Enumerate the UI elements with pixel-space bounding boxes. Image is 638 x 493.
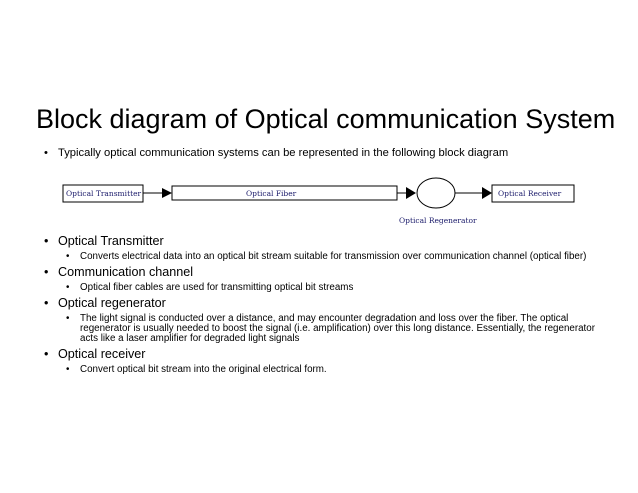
sub-list-item: • The light signal is conducted over a di… [66,314,604,344]
section-detail: The light signal is conducted over a dis… [80,313,595,344]
bullet-icon: • [44,234,49,248]
section-heading: Optical Transmitter [58,234,164,248]
arrow-head-icon [162,188,172,198]
bullet-icon: • [66,364,70,375]
sub-list-item: • Optical fiber cables are used for trans… [66,283,604,293]
section-heading: Optical regenerator [58,296,166,310]
arrow-head-icon [482,187,492,199]
list-item: • Optical receiver [44,347,604,362]
regenerator-label: Optical Regenerator [399,216,477,225]
bullet-list: • Optical Transmitter • Converts electrica… [44,234,604,378]
bullet-icon: • [66,313,70,324]
bullet-icon: • [44,296,49,310]
section-detail: Convert optical bit stream into the orig… [80,364,327,375]
section-detail: Optical fiber cables are used for transm… [80,282,354,293]
list-item: • Optical regenerator [44,296,604,311]
section-heading: Communication channel [58,265,194,279]
list-item: • Optical Transmitter [44,234,604,249]
list-item: • Communication channel [44,265,604,280]
slide-title: Block diagram of Optical communication S… [36,104,616,134]
intro-line: • Typically optical communication systems… [44,147,508,159]
sub-list-item: • Converts electrical data into an optica… [66,252,604,262]
bullet-icon: • [66,251,70,262]
bullet-icon: • [44,147,48,159]
arrow-head-icon [406,187,416,199]
fiber-label: Optical Fiber [246,189,297,198]
intro-text: Typically optical communication systems … [58,147,509,159]
bullet-icon: • [44,347,49,361]
regenerator-block [416,177,456,209]
receiver-label: Optical Receiver [498,189,562,198]
section-heading: Optical receiver [58,347,146,361]
sub-list-item: • Convert optical bit stream into the ori… [66,365,604,375]
section-detail: Converts electrical data into an optical… [80,251,587,262]
block-diagram: Optical Transmitter Optical Fiber Optica… [62,177,575,225]
bullet-icon: • [44,265,49,279]
transmitter-label: Optical Transmitter [66,189,142,198]
receiver-block [491,184,575,203]
bullet-icon: • [66,282,70,293]
